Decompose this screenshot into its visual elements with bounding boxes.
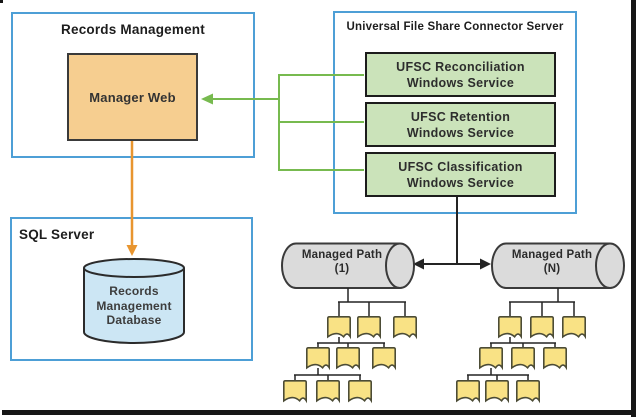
ufsc-classification-service-box: UFSC Classification Windows Service xyxy=(365,152,556,197)
document-icon xyxy=(371,346,397,369)
frame-corner-top-left xyxy=(0,0,3,3)
manager-web-label: Manager Web xyxy=(89,89,176,105)
service-label-line: UFSC Reconciliation xyxy=(396,59,525,74)
document-icon xyxy=(484,379,510,402)
document-icon xyxy=(510,346,536,369)
service-label-line: Windows Service xyxy=(406,125,515,140)
managed-path-1-tree-connectors xyxy=(294,288,406,381)
document-icon xyxy=(497,315,523,338)
managed-path-n-label: Managed Path (N) xyxy=(500,248,604,276)
managed-path-label-line: (1) xyxy=(334,263,350,275)
document-icon xyxy=(305,346,331,369)
document-icon xyxy=(335,346,361,369)
arrowhead-to-managed-path-1 xyxy=(413,258,424,270)
document-icon xyxy=(542,346,568,369)
sql-server-title: SQL Server xyxy=(19,227,95,242)
service-label-line: Windows Service xyxy=(406,75,515,90)
managed-path-n-documents xyxy=(455,315,587,402)
arrowhead-to-managed-path-n xyxy=(480,258,491,270)
frame-edge-bottom xyxy=(2,410,636,415)
database-label-line: Management xyxy=(96,298,172,313)
document-icon xyxy=(347,379,373,402)
managed-path-1-label: Managed Path (1) xyxy=(290,248,394,276)
document-icon xyxy=(282,379,308,402)
document-icon xyxy=(478,346,504,369)
ufsc-server-title: Universal File Share Connector Server xyxy=(346,21,564,33)
document-icon xyxy=(529,315,555,338)
ufsc-retention-service-box: UFSC Retention Windows Service xyxy=(365,102,556,147)
document-icon xyxy=(455,379,481,402)
managed-path-label-line: (N) xyxy=(543,263,561,275)
database-label: Records Management Database xyxy=(84,284,184,328)
managed-path-n-tree-connectors xyxy=(467,288,575,381)
document-icon xyxy=(392,315,418,338)
document-icon xyxy=(326,315,352,338)
database-label-line: Records xyxy=(109,284,159,298)
managed-path-label-line: Managed Path xyxy=(511,249,593,261)
records-management-title: Records Management xyxy=(61,22,205,37)
managed-path-1-documents xyxy=(282,315,418,402)
document-icon xyxy=(315,379,341,402)
ufsc-reconciliation-service-box: UFSC Reconciliation Windows Service xyxy=(365,52,556,97)
document-icon xyxy=(515,379,541,402)
managed-path-label-line: Managed Path xyxy=(301,249,383,261)
service-label-line: UFSC Retention xyxy=(410,109,511,124)
document-icon xyxy=(561,315,587,338)
database-label-line: Database xyxy=(106,313,162,327)
frame-edge-right xyxy=(631,0,636,417)
service-label-line: UFSC Classification xyxy=(398,159,523,174)
document-icon xyxy=(356,315,382,338)
manager-web-box: Manager Web xyxy=(67,53,198,141)
service-label-line: Windows Service xyxy=(406,175,515,190)
